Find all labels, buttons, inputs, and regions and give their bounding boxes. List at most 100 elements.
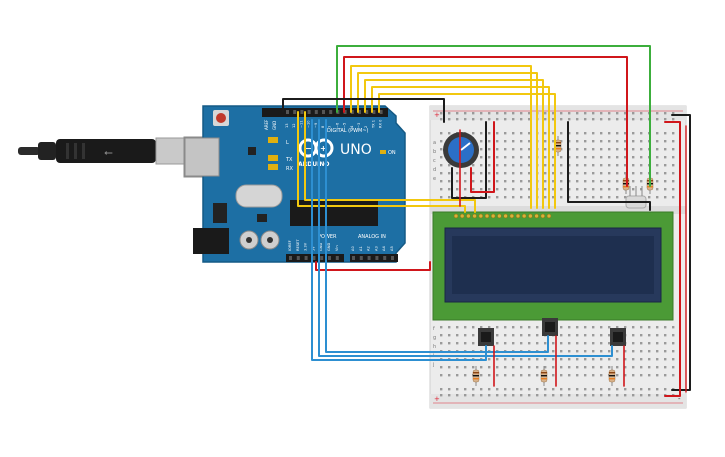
wires [282,45,691,397]
analog-pin [359,256,363,260]
usb-port-icon [184,137,220,177]
digital-header-label: DIGITAL (PWM~) [327,128,369,134]
lcd-pin [472,213,477,219]
power-pin-label: GND [319,243,323,251]
digital-pin-label: ~9 [314,122,318,128]
wire-red-5v [315,261,431,271]
lcd-pin [459,213,465,219]
lcd-pin-row [453,213,552,219]
resistor-icon [540,366,548,386]
wire-red-top [343,56,628,187]
digital-pin [329,110,333,114]
wire-black-gnd [282,98,445,123]
digital-pin-label: ~5 [343,123,347,128]
row-letter: h [433,344,436,350]
digital-pin [300,110,304,114]
digital-pin-label: ~3 [357,123,361,128]
power-pin [335,256,339,260]
lcd-pin [453,213,459,219]
digital-pin [343,110,347,114]
arduino-model-label: UNO [340,142,372,158]
wire-yellow-3 [364,79,544,209]
resistor-icon [472,366,480,386]
power-pin-label: 5V [311,246,315,251]
digital-pin [365,110,369,114]
tx-led-label: TX [285,157,293,163]
arduino-brand-label: ARDUINO [298,161,329,168]
digital-pin-label: 2 [364,126,368,128]
wire-yellow-en [304,111,476,213]
lcd-pin [490,213,496,219]
lcd-16x2 [432,211,674,321]
power-pin [320,256,324,260]
wire-blue-3 [325,119,549,353]
digital-pin-label: 12 [292,123,296,128]
digital-pin-label: ~6 [335,122,339,128]
analog-pin [383,256,387,260]
power-pin [328,256,331,260]
svg-text:+: + [320,144,327,153]
lcd-pin [546,213,552,219]
row-letter: b [433,149,436,155]
rail-minus-bottom: - [678,395,681,403]
analog-pin [367,256,371,260]
lcd-pin [497,213,502,219]
analog-pin [391,256,394,260]
digital-pin-label: 8 [321,125,325,128]
power-pin [312,256,316,260]
row-letter: d [433,167,436,173]
digital-pin [293,110,297,114]
power-pin-label: RESET [296,239,300,251]
power-pin-label: Vin [335,245,339,251]
lcd-pin [503,213,508,219]
resistor-icon [608,366,616,386]
digital-pin-label: 4 [350,125,354,128]
lcd-pin [534,213,539,219]
analog-pin [375,256,379,260]
crystal-icon [235,184,283,208]
aref-label: AREF [264,119,269,130]
digital-pin [358,110,361,114]
analog-pin-label: A2 [367,246,371,251]
analog-pin-label: A0 [351,246,355,251]
pushbutton-1 [478,328,494,346]
digital-pin-label: RX 0 [379,119,383,128]
digital-pin [307,110,311,114]
analog-pin-label: A4 [382,246,386,251]
row-letter: j [432,362,434,368]
lcd-pin [478,213,484,219]
lcd-pin [509,213,515,219]
potentiometer-icon [443,132,479,168]
row-letter: a [433,140,436,146]
power-pin-label: IOREF [288,240,292,251]
lcd-pin [484,213,490,219]
wire-black-pot [451,121,487,199]
digital-pin [350,110,354,114]
on-led-label: ON [388,150,396,156]
rail-plus-top: + [434,111,440,119]
lcd-pin [528,213,533,219]
wire-yellow-5 [378,93,556,209]
wire-red-pot [470,121,495,193]
pushbutton-2 [542,318,558,336]
wire-black-rail [567,121,651,211]
svg-text:−: − [305,144,312,153]
wire-yellow-rs [297,111,466,213]
analog-pin-label: A5 [390,246,394,251]
row-letter: c [433,158,436,164]
wire-yellow-1 [350,65,532,209]
row-letter: g [433,335,436,341]
power-pin-label: 3.3V [304,242,308,251]
power-jack-icon [193,228,229,254]
digital-pin-label: TX 1 [371,120,375,129]
digital-pin-label: 13 [285,123,289,128]
pushbutton-3 [610,328,626,346]
lcd-pin [515,213,521,219]
analog-label: ANALOG IN [358,234,386,240]
analog-pin [352,256,355,260]
digital-pin [379,110,383,114]
